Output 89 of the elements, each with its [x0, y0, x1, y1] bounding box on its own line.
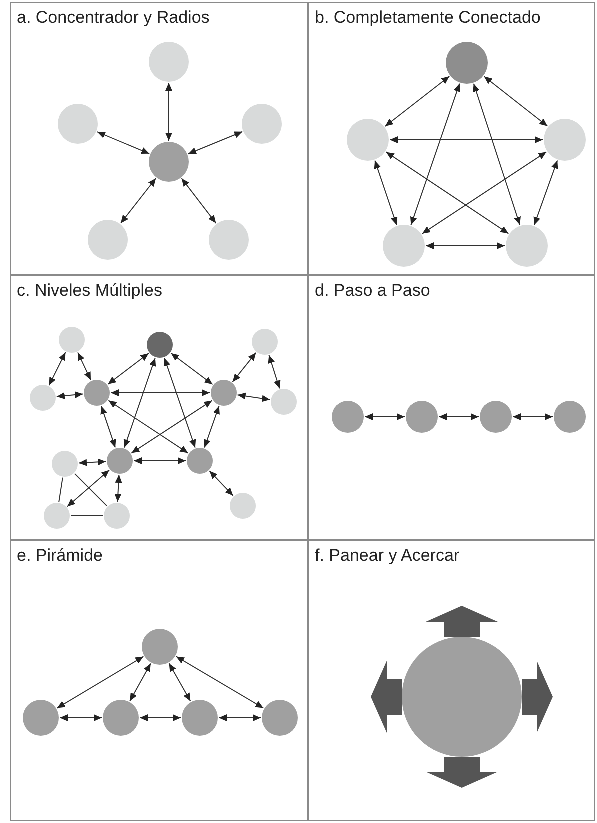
node-circle — [211, 380, 237, 406]
arrow — [168, 663, 192, 702]
arrow — [426, 242, 506, 250]
arrow — [237, 392, 271, 402]
node-circle — [506, 225, 548, 267]
node-circle — [242, 104, 282, 144]
arrow — [232, 352, 257, 383]
node-circle — [103, 700, 139, 736]
arrow — [140, 714, 182, 722]
node-circle — [58, 104, 98, 144]
arrow — [134, 458, 186, 464]
arrow — [110, 390, 210, 396]
panel — [10, 275, 308, 540]
arrow — [218, 714, 262, 722]
node-circle — [271, 389, 297, 415]
arrow — [473, 83, 521, 226]
node-circle — [347, 119, 389, 161]
node-circle — [104, 503, 130, 529]
node-circle — [262, 700, 298, 736]
node-circle — [84, 380, 110, 406]
arrow — [56, 392, 84, 400]
node-circle — [406, 401, 438, 433]
node-circle — [44, 503, 70, 529]
node-circle — [230, 493, 256, 519]
arrow — [204, 406, 220, 448]
arrow — [131, 400, 213, 454]
arrow — [268, 354, 281, 390]
node-circle — [544, 119, 586, 161]
node-circle — [149, 42, 189, 82]
node-circle — [88, 220, 128, 260]
node-circle — [554, 401, 586, 433]
arrow — [484, 76, 548, 127]
node-circle — [446, 42, 488, 84]
node-circle — [107, 448, 133, 474]
panel — [10, 540, 308, 821]
node-circle — [147, 332, 173, 358]
node-circle — [187, 448, 213, 474]
node-circle — [383, 225, 425, 267]
arrow — [390, 136, 544, 144]
panel-title: e. Pirámide — [17, 546, 103, 566]
node-circle — [332, 401, 364, 433]
arrow — [96, 132, 150, 154]
arrow — [164, 358, 196, 448]
node-circle — [149, 142, 189, 182]
panel — [308, 275, 595, 540]
node-circle — [182, 700, 218, 736]
arrow — [78, 458, 106, 466]
arrow — [188, 131, 244, 155]
panel-title: c. Niveles Múltiples — [17, 281, 162, 301]
panel-title: a. Concentrador y Radios — [17, 8, 210, 28]
arrow — [364, 414, 406, 420]
arrow — [124, 358, 156, 448]
arrow — [374, 160, 398, 226]
arrow — [60, 714, 102, 722]
arrow — [438, 414, 480, 420]
arrow — [114, 474, 122, 502]
arrow — [181, 178, 217, 224]
arrow — [108, 353, 150, 385]
arrow — [384, 76, 450, 127]
node-circle — [23, 700, 59, 736]
node-circle — [59, 327, 85, 353]
node-circle — [209, 220, 249, 260]
panel-title: d. Paso a Paso — [315, 281, 430, 301]
arrow — [48, 352, 66, 386]
panel — [10, 2, 308, 275]
node-circle — [480, 401, 512, 433]
arrow — [386, 152, 510, 234]
arrow — [108, 400, 189, 454]
arrow — [534, 160, 558, 226]
arrow — [209, 470, 234, 496]
arrow — [120, 178, 157, 224]
arrow — [176, 656, 264, 709]
arrow — [422, 152, 548, 234]
arrow — [410, 83, 460, 226]
node-circle — [142, 629, 178, 665]
arrow — [130, 663, 152, 702]
panel-title: f. Panear y Acercar — [315, 546, 460, 566]
node-circle — [52, 451, 78, 477]
arrow — [78, 352, 92, 381]
arrow — [166, 82, 172, 142]
panel — [308, 2, 595, 275]
node-circle — [252, 329, 278, 355]
arrow — [512, 414, 554, 420]
arrow — [170, 352, 214, 386]
arrow — [67, 470, 110, 508]
node-circle — [30, 385, 56, 411]
arrow — [100, 406, 116, 448]
panel-title: b. Completamente Conectado — [315, 8, 541, 28]
arrow — [56, 656, 144, 709]
